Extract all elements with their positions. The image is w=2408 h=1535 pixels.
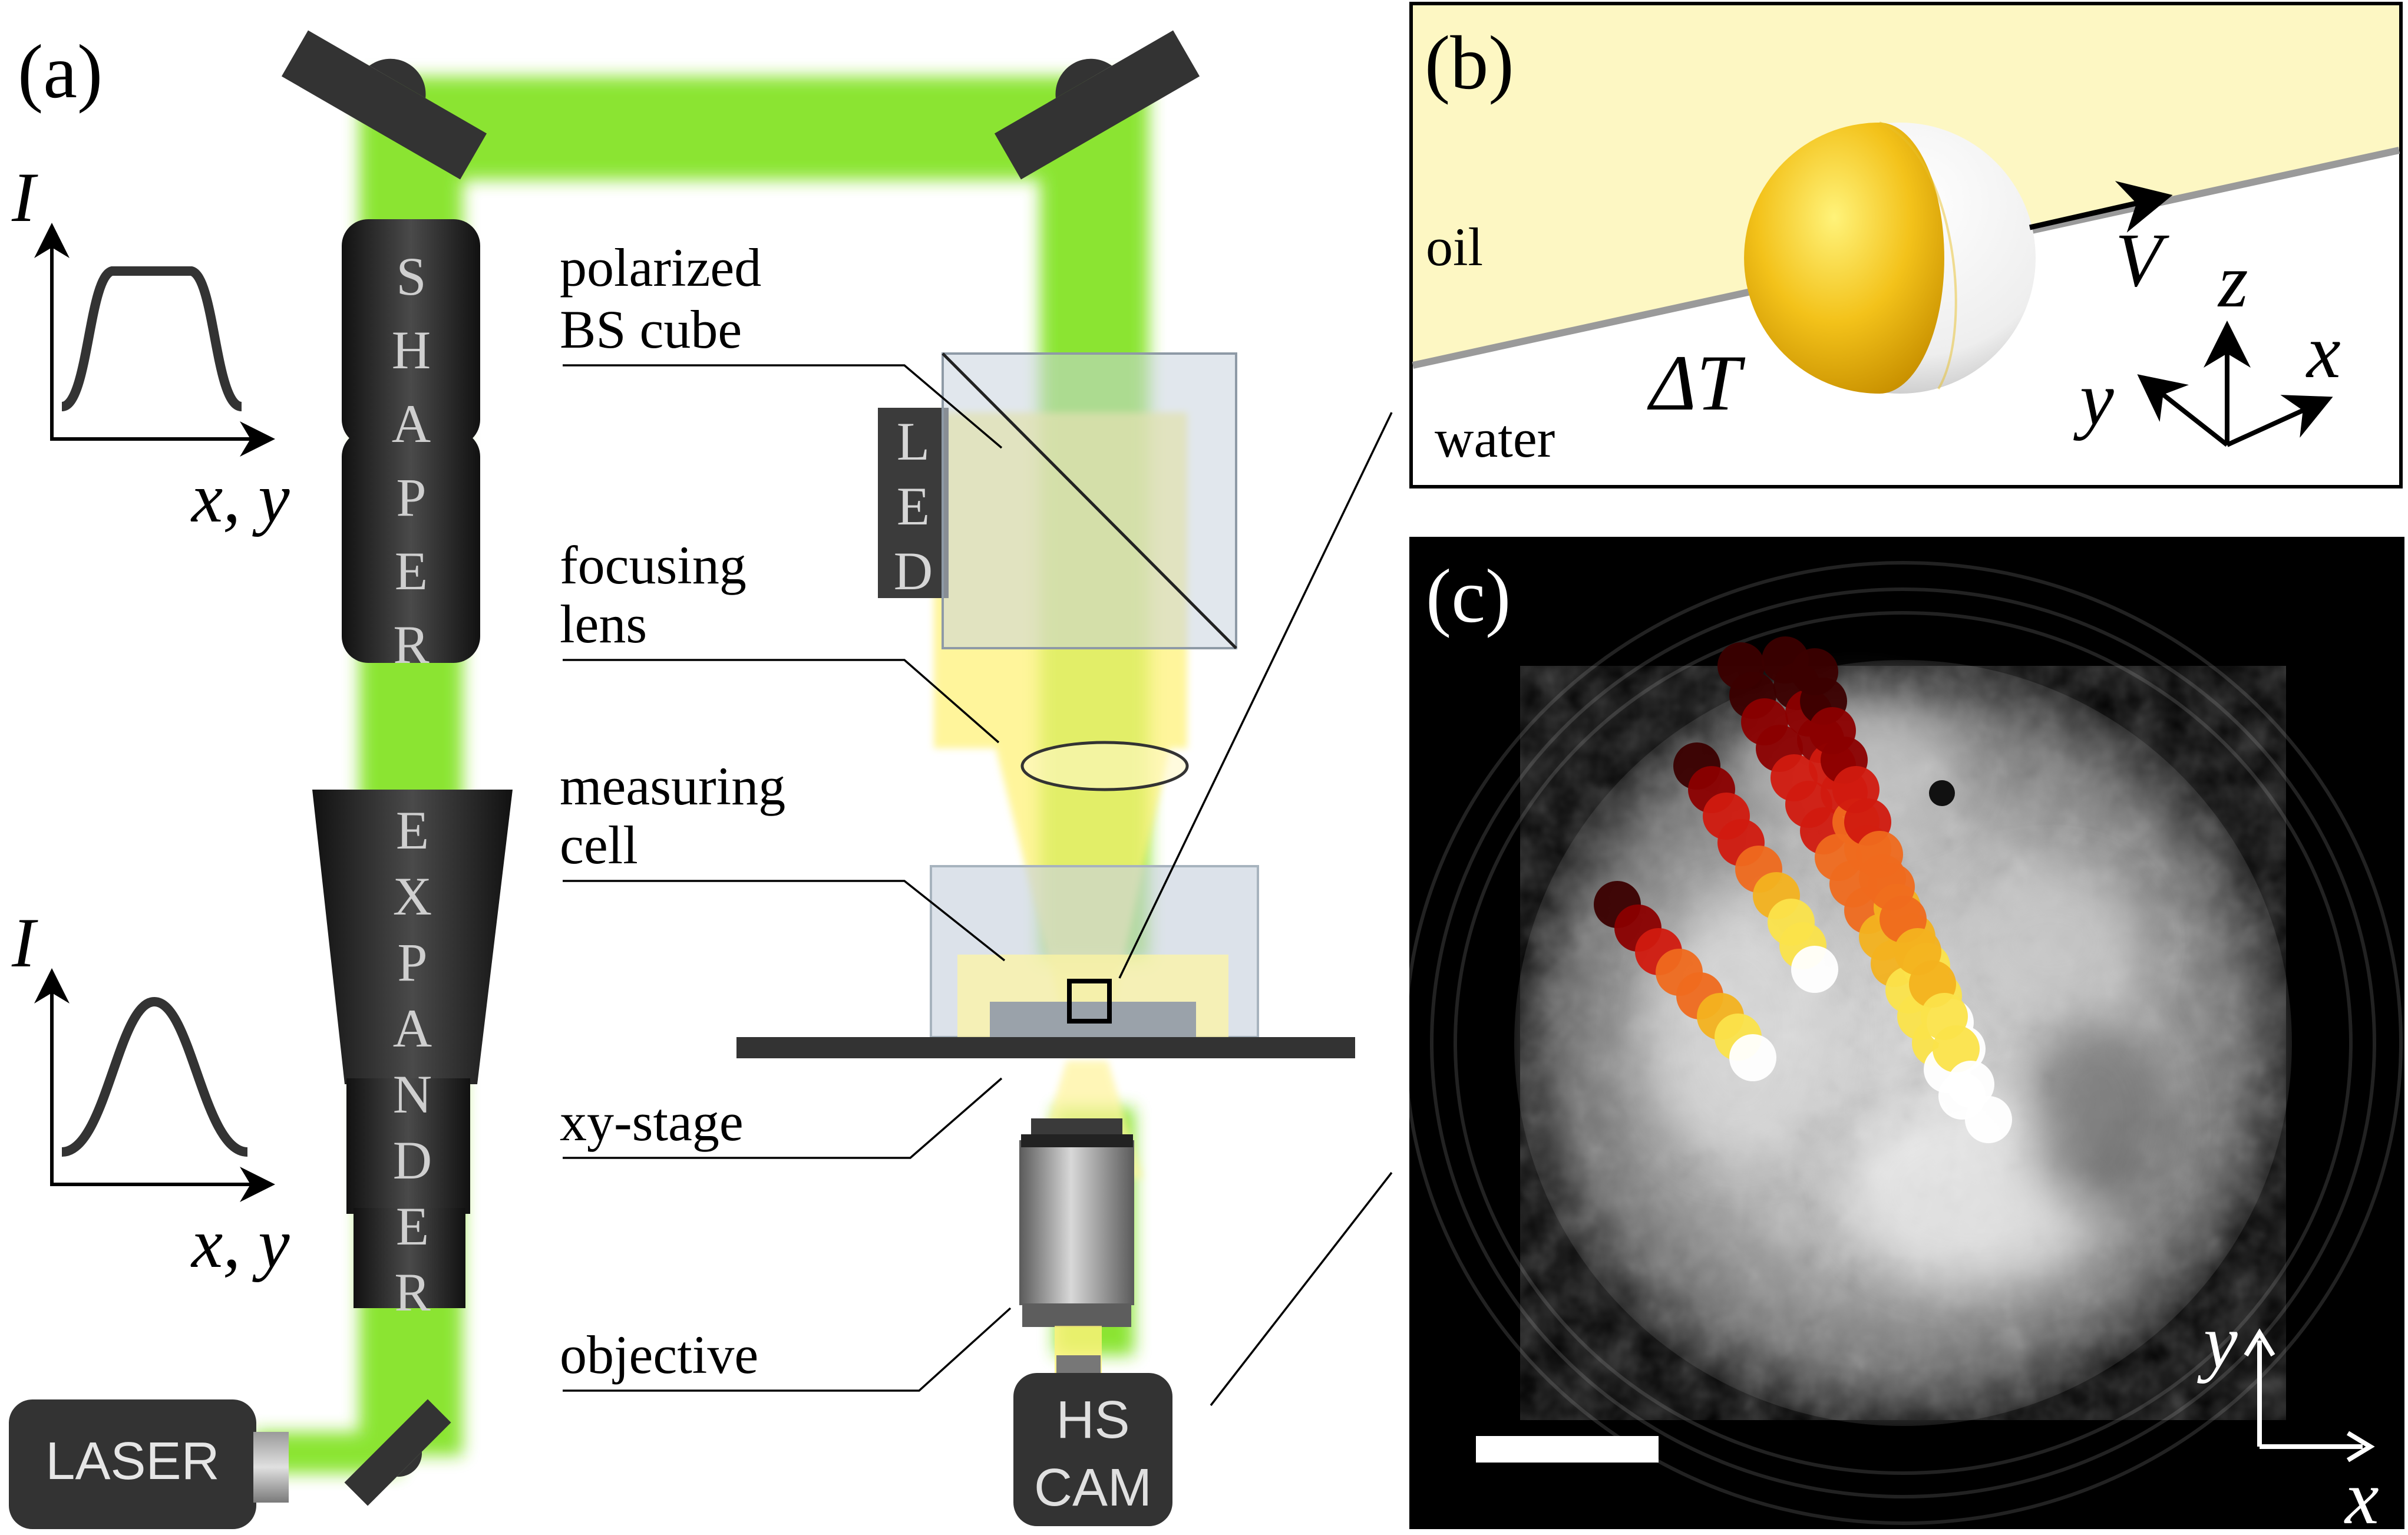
axis-y-label: y (2073, 356, 2114, 441)
velocity-arrow (2029, 181, 2173, 233)
expander-letter-6: E (396, 1196, 429, 1256)
panel-b: oil water ΔT V z x y (b) (1409, 2, 2403, 488)
janus-particle (1744, 121, 2036, 394)
shaper-letter-5: R (393, 615, 430, 675)
particle-trajectories (1594, 636, 2012, 1143)
panel-c: y x (c) (1409, 537, 2404, 1535)
trajectory-4-point-13 (1947, 1061, 1994, 1108)
zoom-box (1067, 979, 1112, 1024)
trajectory-0-point-7 (1729, 1034, 1776, 1081)
diffraction-rings (1409, 561, 2403, 1525)
led-letter-1: E (897, 476, 930, 536)
label-bs-cube: BS cube (560, 299, 742, 359)
trajectory-1-point-8 (1791, 946, 1838, 993)
axis-c-y-label: y (2197, 1299, 2238, 1384)
water-label: water (1435, 408, 1555, 468)
profile-top-xlabel: x, y (190, 458, 290, 537)
led: LED (878, 408, 949, 601)
intensity-profile-flat-top: I x, y (11, 158, 290, 537)
label-lens: lens (560, 594, 647, 654)
led-letter-2: D (894, 541, 933, 601)
profile-bottom-ylabel: I (11, 903, 38, 982)
panel-c-label: (c) (1426, 554, 1511, 639)
panel-a-label: (a) (18, 29, 103, 114)
leader-lines (563, 364, 1012, 1392)
shaper-letter-3: P (396, 467, 426, 527)
measuring-cell (930, 865, 1259, 1038)
expander-letter-0: E (396, 800, 429, 860)
bs-cube (942, 352, 1237, 649)
hs-camera: HS CAM (1013, 1326, 1172, 1526)
laser-source: LASER (9, 1399, 289, 1529)
oil-label: oil (1426, 217, 1483, 277)
microscope-objective (1019, 1118, 1134, 1327)
intensity-profile-gaussian: I x, y (11, 903, 290, 1282)
expander-letter-5: D (393, 1130, 432, 1190)
velocity-label: V (2115, 218, 2169, 303)
zoom-connectors (1118, 412, 1393, 1407)
panel-b-label: (b) (1425, 21, 1514, 105)
laser-label: LASER (45, 1432, 219, 1491)
coordinate-axes-b (2137, 321, 2333, 447)
shaper-letter-2: A (392, 394, 431, 454)
expander-letter-1: X (393, 866, 432, 926)
label-cell: cell (560, 815, 638, 875)
trajectory-4-point-12 (1933, 1025, 1980, 1072)
trajectory-4-point-14 (1965, 1096, 2012, 1143)
mirror-top-left (281, 30, 487, 180)
coordinate-axes-c (2244, 1328, 2375, 1463)
tracer-particle (1929, 780, 1955, 806)
component-labels: polarized BS cube focusing lens measurin… (560, 237, 785, 1385)
label-focusing: focusing (560, 535, 746, 595)
xy-stage-plate (736, 1037, 1355, 1058)
scale-bar (1476, 1436, 1659, 1463)
label-xy-stage: xy-stage (560, 1092, 744, 1152)
expander-letter-2: P (397, 932, 427, 992)
expander-letter-7: R (394, 1262, 431, 1322)
label-polarized: polarized (560, 237, 761, 298)
camera-label-line1: HS (1056, 1391, 1129, 1450)
shaper-letter-1: H (392, 320, 431, 380)
axis-z-label: z (2217, 239, 2248, 323)
mirror-top-right (994, 30, 1200, 180)
shaper-letter-4: E (395, 541, 428, 601)
axis-x-label: x (2305, 309, 2341, 394)
expander-letter-3: A (393, 998, 432, 1058)
camera-label-line2: CAM (1034, 1458, 1152, 1517)
shaper-letter-0: S (396, 246, 426, 306)
label-objective: objective (560, 1325, 758, 1385)
profile-bottom-xlabel: x, y (190, 1204, 290, 1282)
delta-t-label: ΔT (1647, 339, 1746, 427)
axis-c-x-label: x (2344, 1455, 2379, 1532)
led-letter-0: L (897, 411, 930, 471)
label-measuring: measuring (560, 756, 785, 816)
focusing-lens (1020, 741, 1189, 791)
mirror-bottom (344, 1399, 451, 1506)
profile-top-ylabel: I (11, 158, 38, 236)
expander-letter-4: N (393, 1064, 432, 1124)
